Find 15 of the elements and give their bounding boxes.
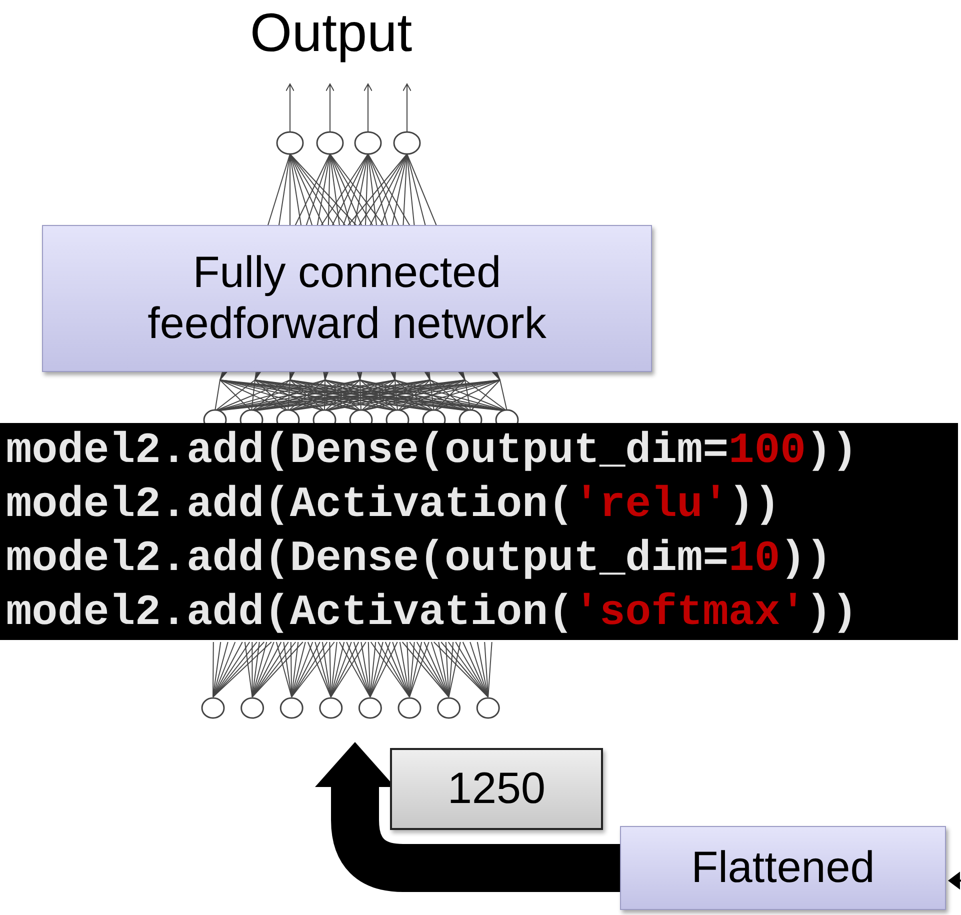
code-line: model2.add(Activation('softmax')) <box>6 586 858 638</box>
code-panel <box>0 423 958 640</box>
output-label: Output <box>250 2 412 64</box>
arrow <box>948 872 961 890</box>
box-text: 1250 <box>448 764 546 814</box>
process-box <box>620 826 946 910</box>
value-box <box>390 748 603 830</box>
code-line: model2.add(Dense(output_dim=10)) <box>6 532 832 584</box>
input-layer-drawing <box>201 642 500 719</box>
layer-label-box <box>42 225 652 372</box>
box-text: Flattened <box>691 842 875 894</box>
code-line: model2.add(Dense(output_dim=100)) <box>6 424 858 476</box>
code-line: model2.add(Activation('relu')) <box>6 478 780 530</box>
arrow <box>315 742 620 892</box>
box-text: Fully connected feedforward network <box>146 248 548 350</box>
